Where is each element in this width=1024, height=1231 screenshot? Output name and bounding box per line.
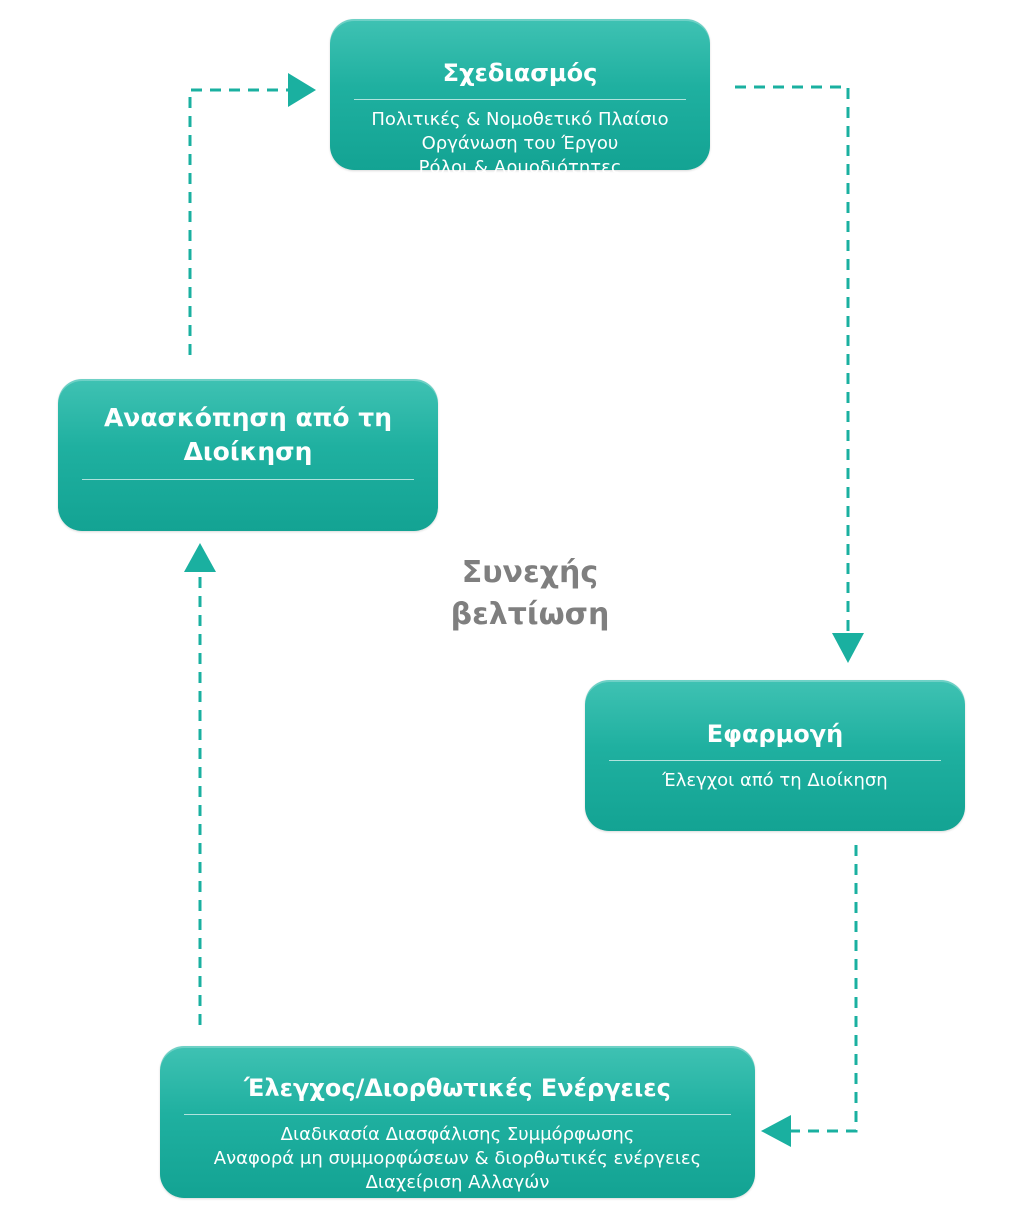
arrowhead-left (761, 1115, 791, 1147)
planning-divider (354, 99, 686, 100)
implementation-box: Εφαρμογή Έλεγχοι από τη Διοίκηση (585, 680, 965, 831)
review-title-line: Διοίκηση (183, 437, 313, 466)
center-label-line: Συνεχής (461, 555, 599, 590)
implementation-items: Έλεγχοι από τη Διοίκηση (585, 769, 965, 793)
control-title: Έλεγχος/Διορθωτικές Ενέργειες (244, 1074, 671, 1102)
planning-box: Σχεδιασμός Πολιτικές & Νομοθετικό Πλαίσι… (330, 19, 710, 178)
control-item: Αναφορά μη συμμορφώσεων & διορθωτικές εν… (213, 1148, 702, 1169)
connector-implementation-to-control (790, 845, 858, 1133)
arrowhead-down (832, 633, 864, 663)
arrowhead-up (184, 543, 216, 572)
implementation-title: Εφαρμογή (706, 720, 844, 748)
arrowhead-right (288, 73, 316, 107)
control-item: Διαχείριση Αλλαγών (365, 1172, 550, 1193)
connector-review-to-planning (188, 88, 290, 355)
implementation-divider (609, 760, 941, 761)
control-item: Διαδικασία Διασφάλισης Συμμόρφωσης (280, 1124, 635, 1145)
center-label-line: βελτίωση (450, 597, 610, 632)
continuous-improvement-label: Συνεχής βελτίωση (410, 552, 650, 636)
implementation-item: Έλεγχοι από τη Διοίκηση (662, 770, 888, 791)
planning-item: Πολιτικές & Νομοθετικό Πλαίσιο (371, 109, 669, 130)
control-items: Διαδικασία Διασφάλισης Συμμόρφωσης Αναφο… (160, 1123, 755, 1195)
planning-items: Πολιτικές & Νομοθετικό Πλαίσιο Οργάνωση … (330, 108, 710, 180)
planning-title: Σχεδιασμός (442, 59, 598, 87)
connector-planning-to-implementation (735, 85, 850, 632)
review-box: Ανασκόπηση από τη Διοίκηση (58, 379, 438, 531)
review-title-line: Ανασκόπηση από τη (103, 403, 393, 432)
planning-item: Ρόλοι & Αρμοδιότητες (418, 157, 622, 178)
control-divider (184, 1114, 731, 1115)
planning-item: Οργάνωση του Έργου (421, 133, 619, 154)
review-divider (82, 479, 414, 480)
control-box: Έλεγχος/Διορθωτικές Ενέργειες Διαδικασία… (160, 1046, 755, 1198)
